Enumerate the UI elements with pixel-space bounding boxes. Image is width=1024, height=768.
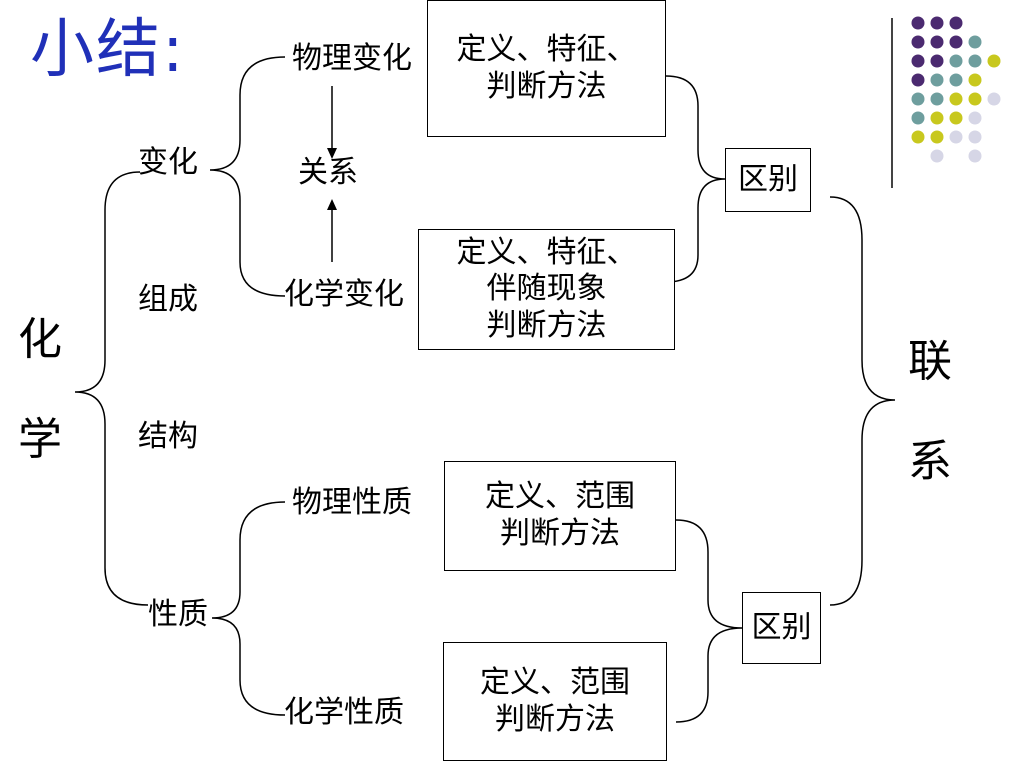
physical-change-box: 定义、特征、 判断方法 bbox=[427, 0, 666, 137]
decorative-dot bbox=[911, 35, 925, 49]
decorative-dot bbox=[987, 92, 1001, 106]
arrow-down-head bbox=[327, 148, 337, 159]
branch-change: 变化 bbox=[138, 145, 198, 180]
decorative-dot bbox=[968, 92, 982, 106]
decorative-dot bbox=[987, 54, 1001, 68]
decorative-dot bbox=[911, 130, 925, 144]
change-difference-box: 区别 bbox=[725, 148, 811, 212]
decorative-dot bbox=[949, 16, 963, 30]
lower-difference-brace bbox=[675, 519, 743, 723]
change-brace bbox=[209, 56, 286, 297]
physical-change-box-line: 判断方法 bbox=[486, 68, 607, 104]
decorative-dot bbox=[949, 111, 963, 125]
chemical-property-box: 定义、范围 判断方法 bbox=[443, 642, 667, 761]
chemical-change-box-line: 定义、特征、 bbox=[456, 234, 637, 270]
slide-title: 小结: bbox=[30, 13, 186, 87]
decorative-dot bbox=[949, 73, 963, 87]
property-difference-label: 区别 bbox=[751, 609, 812, 645]
physical-property-box-line: 判断方法 bbox=[500, 516, 620, 551]
decorative-dot bbox=[968, 35, 982, 49]
physical-property-box-line: 定义、范围 bbox=[485, 479, 635, 515]
decorative-dot bbox=[930, 92, 944, 106]
link-char-1: 联 bbox=[908, 336, 952, 387]
decorative-dot bbox=[968, 54, 982, 68]
root-char-1: 化 bbox=[18, 314, 62, 365]
decorative-dot bbox=[930, 111, 944, 125]
root-brace bbox=[74, 171, 149, 606]
physical-property-box: 定义、范围 判断方法 bbox=[444, 461, 676, 571]
property-difference-box: 区别 bbox=[742, 592, 821, 664]
physical-change-box-line: 定义、特征、 bbox=[456, 31, 637, 67]
chemical-change-label: 化学变化 bbox=[284, 277, 404, 312]
decorative-dot bbox=[949, 54, 963, 68]
decorative-dot bbox=[949, 92, 963, 106]
decorative-dot bbox=[949, 130, 963, 144]
decorative-dot bbox=[968, 111, 982, 125]
relation-label: 关系 bbox=[298, 155, 358, 190]
decorative-dot bbox=[911, 111, 925, 125]
decorative-dot bbox=[911, 16, 925, 30]
decorative-dot bbox=[930, 35, 944, 49]
decorative-dot bbox=[930, 54, 944, 68]
decorative-dot bbox=[930, 149, 944, 163]
link-brace bbox=[829, 196, 896, 606]
root-char-2: 学 bbox=[18, 414, 62, 465]
physical-property-label: 物理性质 bbox=[292, 485, 412, 520]
decorative-dot bbox=[911, 73, 925, 87]
property-brace bbox=[211, 501, 286, 716]
link-char-2: 系 bbox=[908, 436, 952, 487]
decorative-dot bbox=[968, 73, 982, 87]
chemical-property-label: 化学性质 bbox=[284, 695, 404, 730]
chemical-change-box-line: 伴随现象 bbox=[486, 271, 607, 307]
physical-change-label: 物理变化 bbox=[292, 41, 412, 76]
decorative-vertical-bar bbox=[891, 18, 893, 188]
decorative-dot bbox=[949, 35, 963, 49]
decorative-dot bbox=[930, 73, 944, 87]
decorative-dot bbox=[930, 130, 944, 144]
chemical-change-box: 定义、特征、 伴随现象 判断方法 bbox=[418, 229, 675, 350]
change-difference-label: 区别 bbox=[738, 161, 798, 197]
chemical-property-box-line: 判断方法 bbox=[495, 701, 615, 737]
decorative-dot bbox=[911, 54, 925, 68]
branch-property: 性质 bbox=[148, 597, 208, 632]
arrow-up-head bbox=[327, 199, 337, 210]
decorative-dot bbox=[930, 16, 944, 30]
decorative-dot bbox=[911, 92, 925, 106]
decorative-dot bbox=[968, 149, 982, 163]
branch-structure: 结构 bbox=[138, 419, 198, 454]
decorative-dot-grid bbox=[911, 16, 1001, 163]
branch-composition: 组成 bbox=[138, 282, 198, 317]
chemical-property-box-line: 定义、范围 bbox=[480, 664, 630, 700]
chemical-change-box-line: 判断方法 bbox=[486, 307, 607, 343]
decorative-dot bbox=[968, 130, 982, 144]
